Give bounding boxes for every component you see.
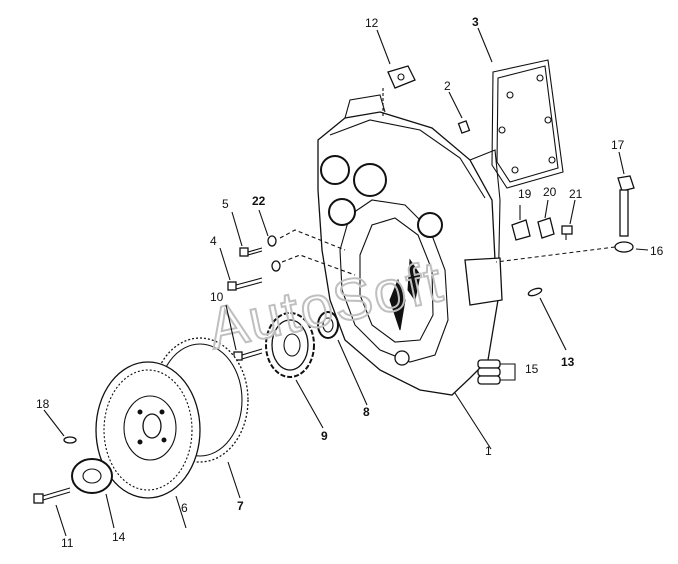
- label-15: 15: [525, 362, 539, 376]
- label-16: 16: [650, 244, 664, 258]
- seal-part-8: [317, 311, 339, 339]
- label-18: 18: [36, 397, 50, 411]
- leader-lines: [43, 27, 649, 537]
- bolt-part-4: [227, 277, 263, 291]
- dowel-part-18: [63, 436, 77, 444]
- label-8: 8: [363, 405, 370, 419]
- bolt-part-5: [239, 247, 263, 257]
- flywheel-housing-part-1: [317, 94, 503, 396]
- gear-part-9: [265, 312, 315, 378]
- cover-part-19: [511, 219, 531, 241]
- label-20: 20: [543, 185, 557, 199]
- label-6: 6: [181, 501, 188, 515]
- label-7: 7: [237, 499, 244, 513]
- shims-part-15: [477, 359, 516, 385]
- callout-labels: 1 2 3 4 5 6 7 8 9 10 11 12 13 14 15 16 1…: [36, 15, 664, 550]
- label-12: 12: [365, 16, 379, 30]
- label-17: 17: [611, 138, 625, 152]
- screw-part-21: [561, 225, 573, 240]
- label-9: 9: [321, 429, 328, 443]
- o-ring-part-13: [527, 287, 543, 297]
- label-3: 3: [472, 15, 479, 29]
- label-1: 1: [485, 444, 492, 458]
- bolt-part-17: [617, 175, 635, 237]
- label-10: 10: [210, 290, 224, 304]
- label-21: 21: [569, 187, 583, 201]
- plate-part-14: [71, 458, 113, 494]
- label-4: 4: [210, 234, 217, 248]
- gasket-part-3: [491, 59, 564, 189]
- label-19: 19: [518, 187, 532, 201]
- label-2: 2: [444, 79, 451, 93]
- bolt-part-10: [233, 348, 263, 361]
- gasket-part-20: [537, 217, 555, 239]
- plug-part-2: [457, 120, 471, 134]
- label-13: 13: [561, 355, 575, 369]
- flywheel-part-6: [95, 361, 201, 499]
- washer-part-16: [495, 241, 634, 263]
- label-11: 11: [61, 536, 74, 550]
- label-5: 5: [222, 197, 229, 211]
- bolt-part-11: [33, 487, 71, 504]
- label-22: 22: [252, 194, 266, 208]
- cover-plate-part-12: [382, 65, 416, 118]
- washer-part-22: [267, 229, 356, 276]
- label-14: 14: [112, 530, 126, 544]
